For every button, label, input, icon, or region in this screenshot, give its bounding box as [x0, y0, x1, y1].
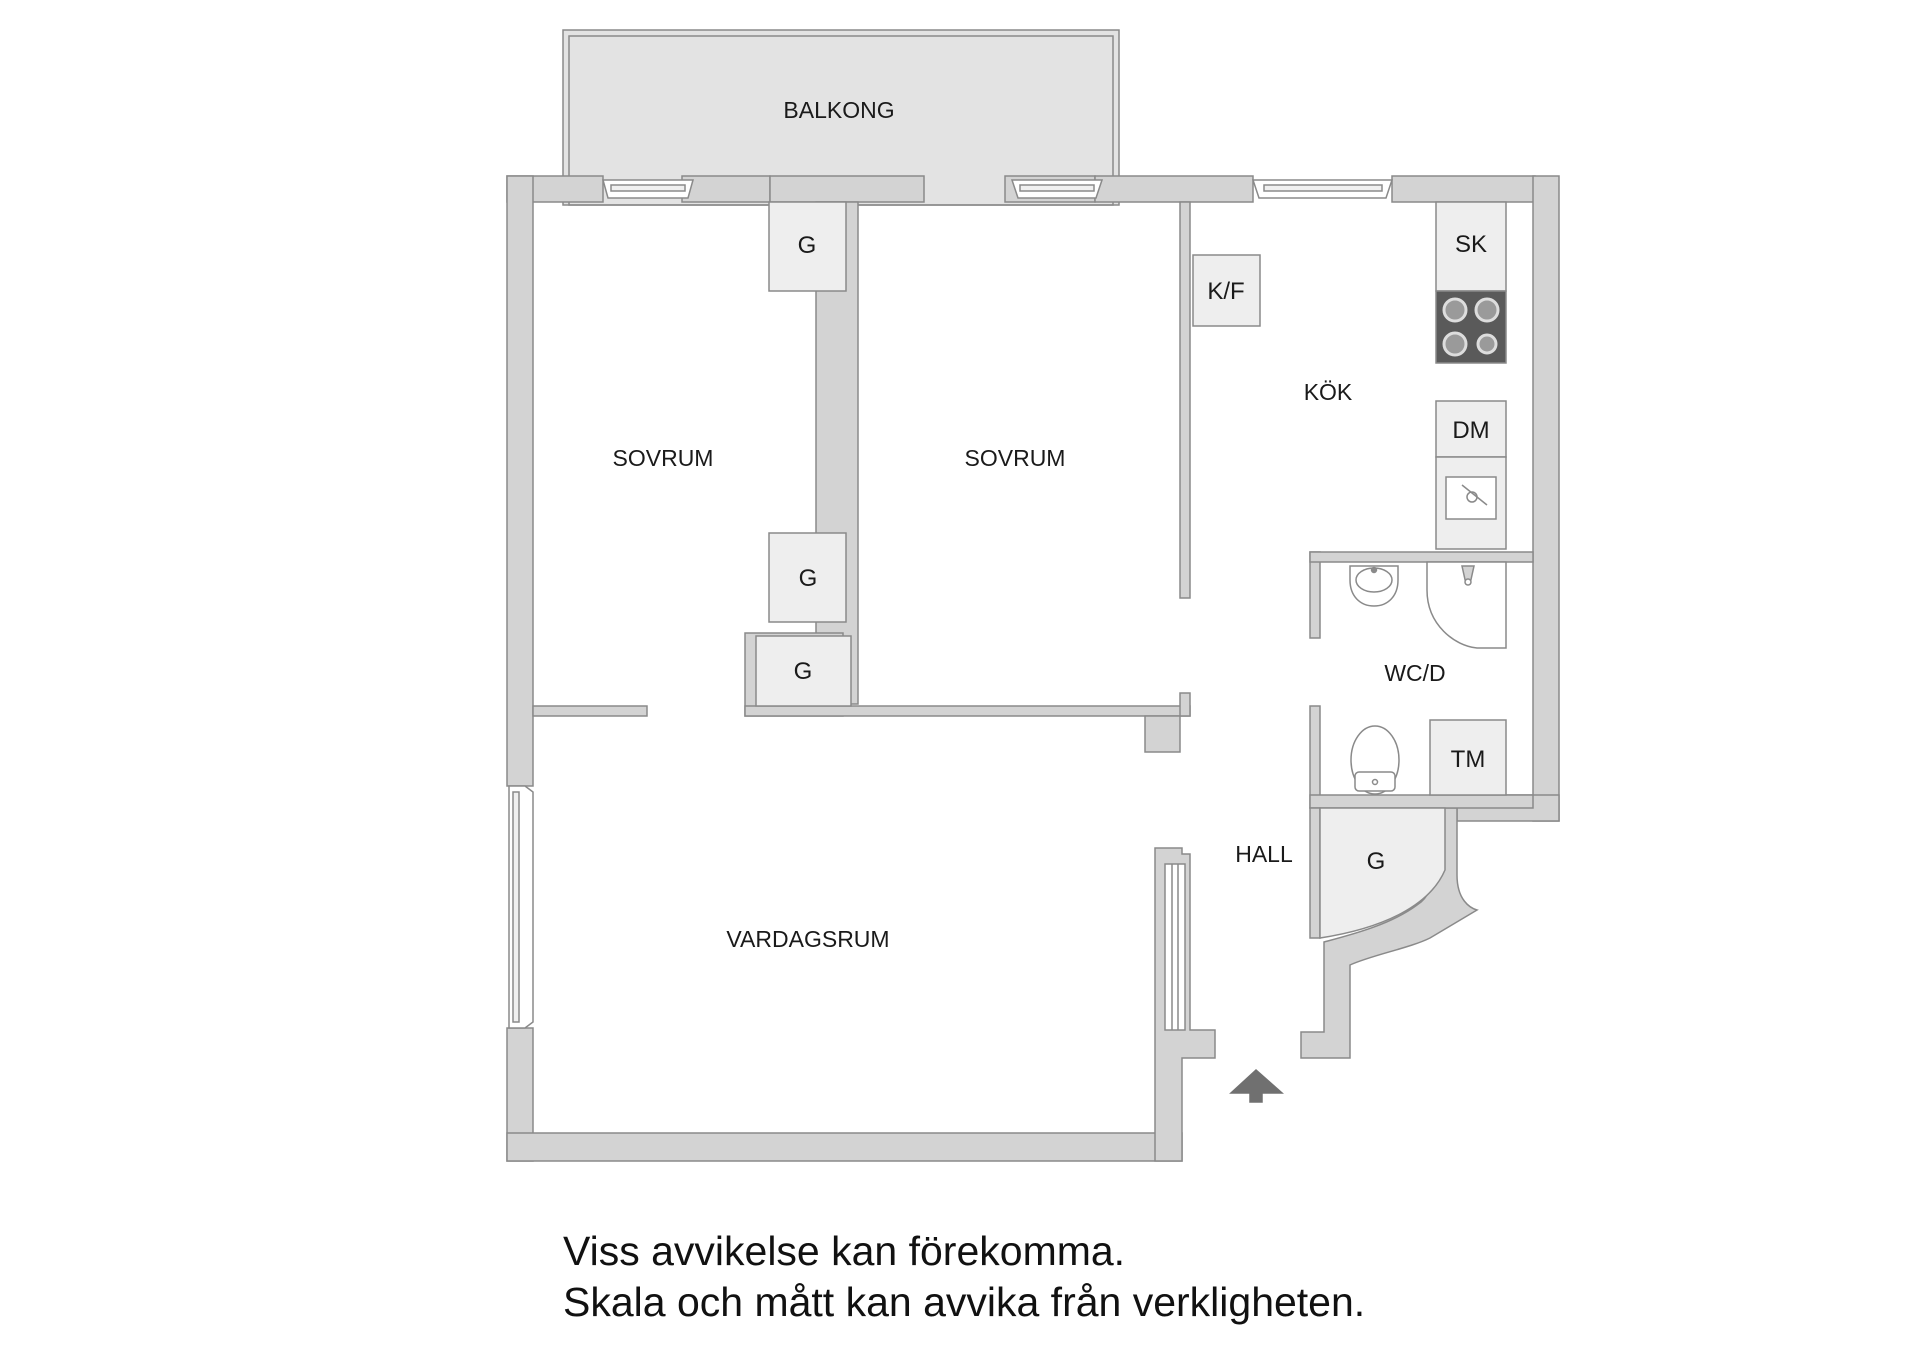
wardrobe-hall-label: G — [1367, 848, 1386, 875]
bedroom-1-label: SOVRUM — [613, 445, 714, 471]
dishwasher-label: DM — [1452, 417, 1489, 444]
wardrobe-low — [755, 635, 852, 707]
wardrobe-top-label: G — [798, 232, 817, 259]
entrance-arrow-icon — [1229, 1068, 1284, 1103]
disclaimer-line-1: Viss avvikelse kan förekomma. — [563, 1228, 1126, 1274]
dishwasher-box — [1435, 400, 1507, 458]
windows — [508, 179, 1394, 1031]
bathroom-label: WC/D — [1384, 660, 1445, 686]
shower-icon — [1426, 561, 1507, 649]
fridge-freezer-label: K/F — [1207, 278, 1244, 305]
wardrobe-mid — [768, 532, 847, 623]
washer-box — [1429, 719, 1507, 796]
cabinet-box — [1435, 201, 1507, 292]
stove-icon — [1435, 290, 1507, 364]
fridge-freezer-box — [1192, 254, 1261, 327]
wardrobe-mid-label: G — [799, 565, 818, 592]
bedroom-2-label: SOVRUM — [965, 445, 1066, 471]
washbasin-icon — [1349, 565, 1399, 607]
kitchen-label: KÖK — [1304, 379, 1353, 405]
balcony-label: BALKONG — [783, 97, 894, 123]
disclaimer-line-2: Skala och mått kan avvika från verklighe… — [563, 1279, 1366, 1325]
sink-icon — [1445, 476, 1497, 520]
wardrobe-hall — [1319, 807, 1446, 939]
wardrobe-top — [768, 201, 847, 292]
toilet-icon — [1350, 725, 1400, 795]
hall-label: HALL — [1235, 841, 1293, 867]
wardrobe-low-label: G — [794, 658, 813, 685]
living-room-label: VARDAGSRUM — [726, 926, 889, 952]
cabinet-label: SK — [1455, 231, 1487, 258]
washing-machine-label: TM — [1451, 746, 1486, 773]
